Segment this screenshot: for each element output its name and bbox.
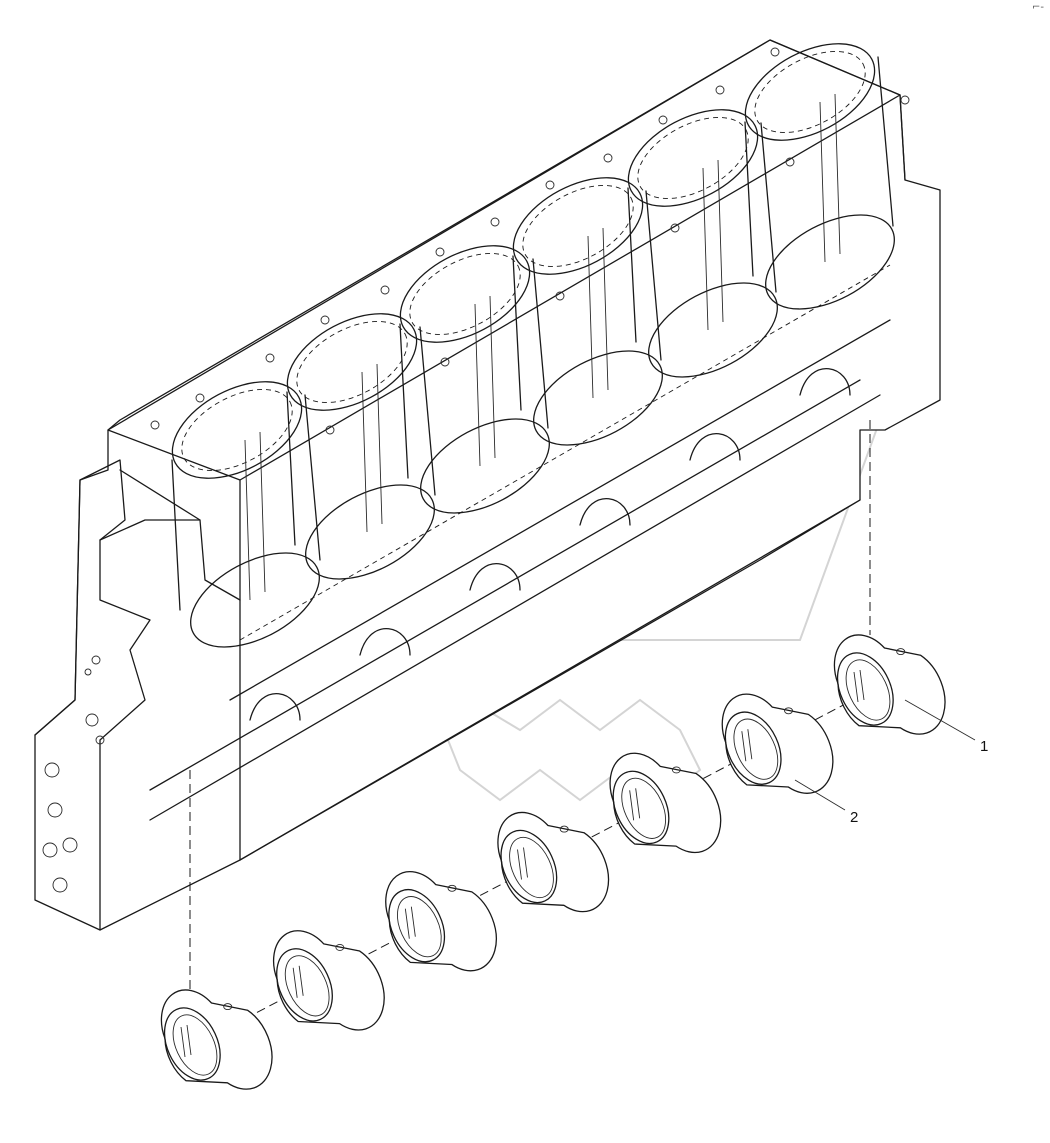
camshaft-bushing-3 [385,871,497,972]
cylinder-5 [627,109,778,378]
camshaft-bushing-1 [160,989,273,1090]
camshaft-bushing-4 [497,811,610,913]
camshaft-bushing-2 [272,930,385,1031]
cylinder-3 [399,245,550,514]
engine-block [34,39,941,931]
bearing-saddles [249,367,851,721]
camshaft-bushings [160,634,946,1090]
cylinder-2 [286,313,436,580]
callout-1: 1 [980,738,988,755]
head-bolt-holes [150,47,910,435]
callout-leader-1 [904,699,976,741]
camshaft-bushing-5 [609,752,722,854]
cylinder-bores [171,43,895,648]
callout-leader-2 [794,779,846,811]
cylinder-6 [744,43,895,310]
corner-mark: ⌐‐ [1032,2,1044,13]
camshaft-bushing-7 [833,634,946,735]
cylinder-1 [171,381,321,648]
cylinder-4 [512,177,663,446]
callout-2: 2 [850,809,858,826]
camshaft-bushing-6 [721,693,834,794]
